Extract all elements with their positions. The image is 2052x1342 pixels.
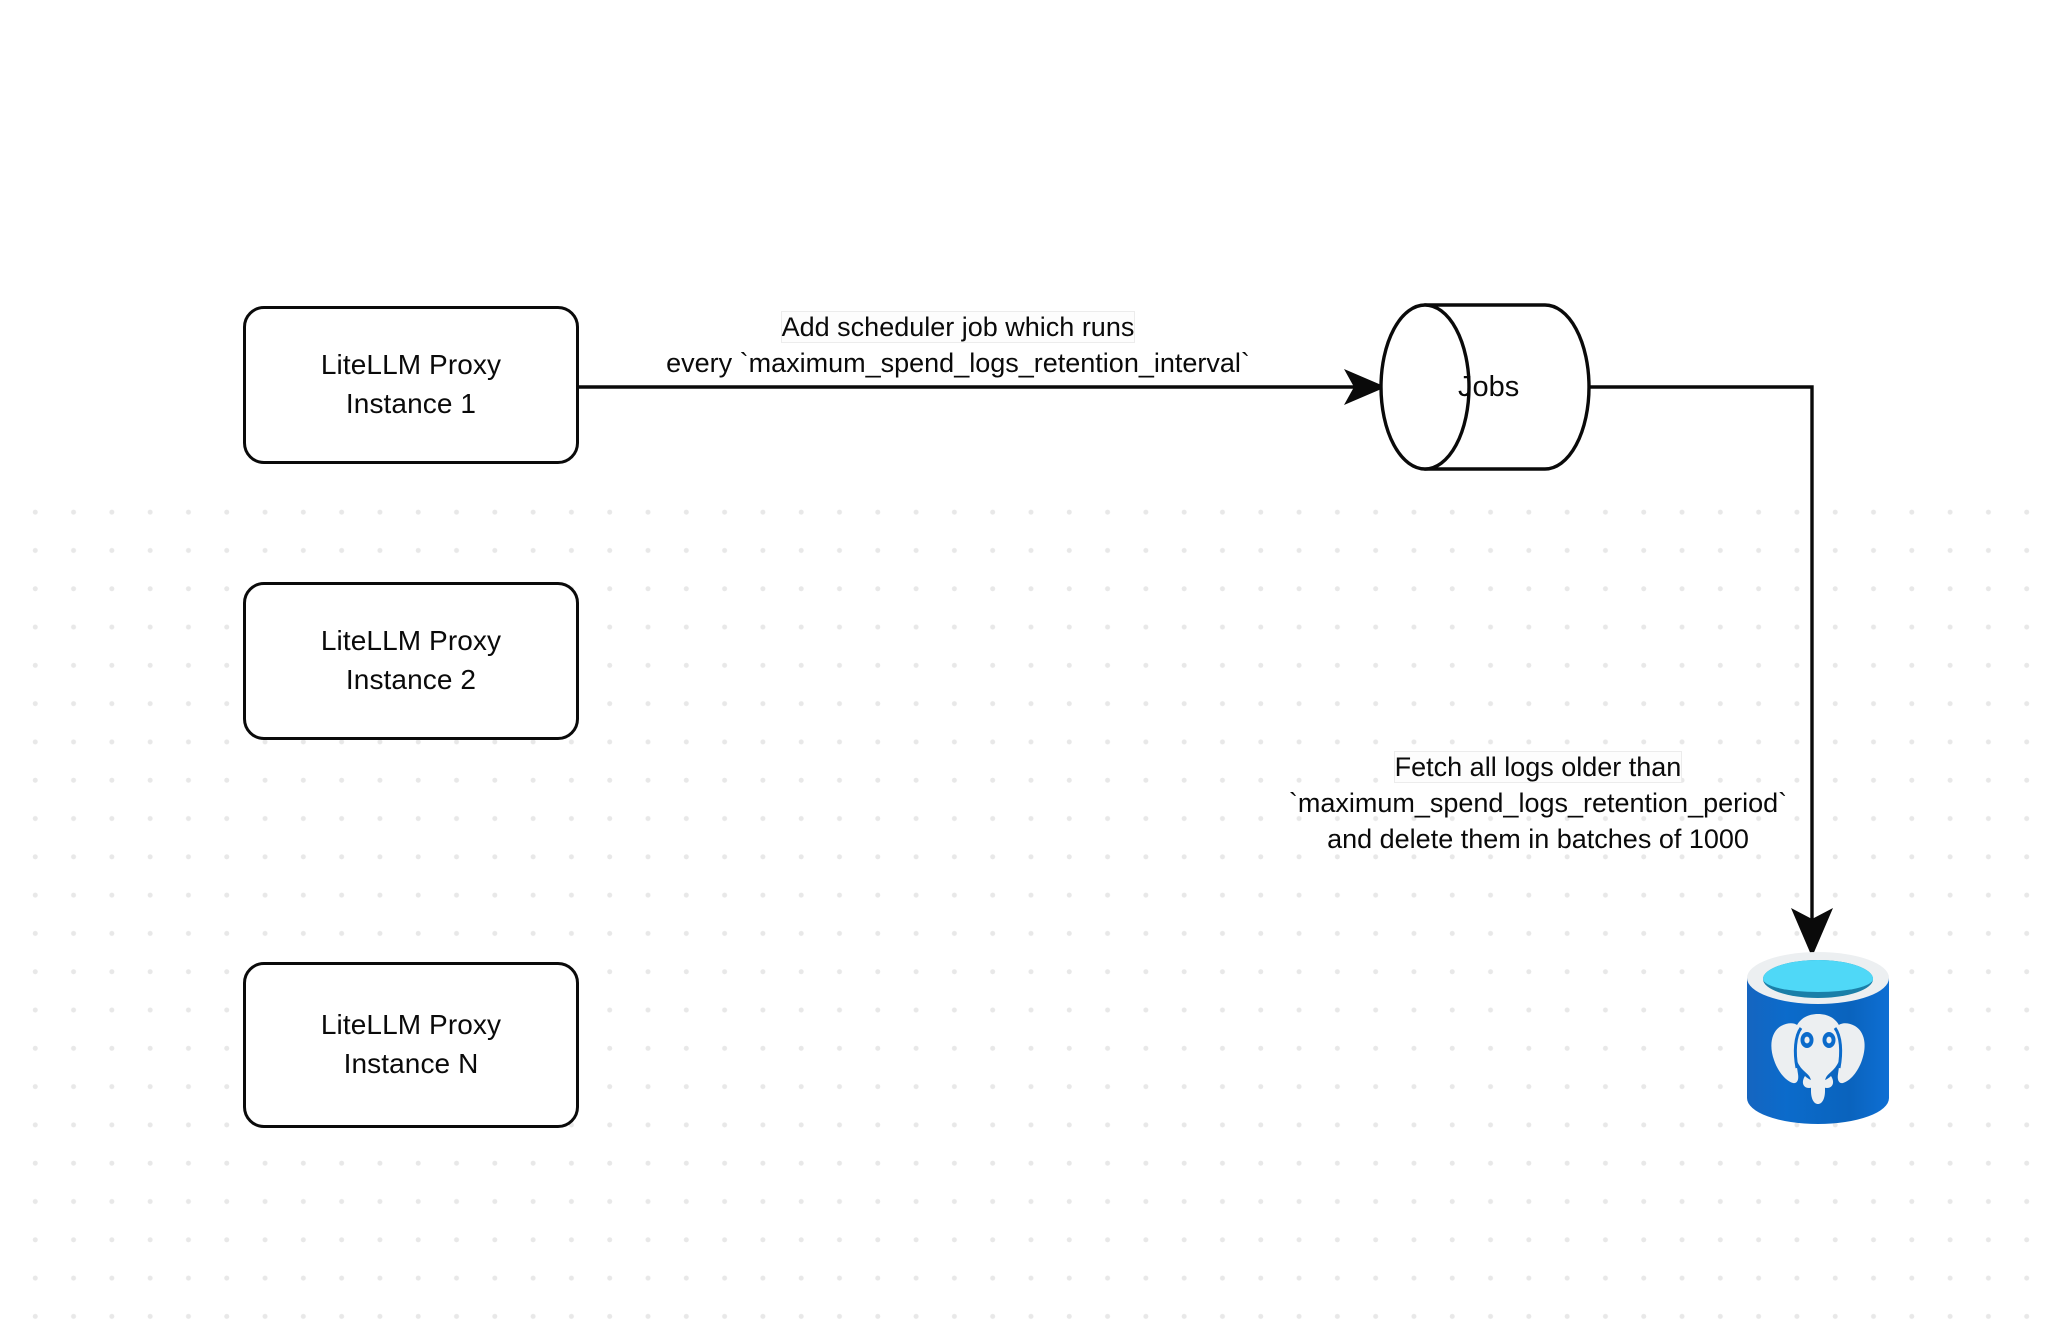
edge-label-line-3: and delete them in batches of 1000 <box>1327 823 1749 854</box>
node-litellm-proxy-instance-2[interactable]: LiteLLM Proxy Instance 2 <box>243 582 579 740</box>
arrowhead-to-database <box>1791 908 1833 957</box>
node-label-line-2: Instance N <box>343 1048 479 1079</box>
node-label-jobs: Jobs <box>1458 371 1520 403</box>
node-label-line-1: LiteLLM Proxy <box>320 1009 502 1041</box>
edge-retention-connector[interactable] <box>1589 385 1833 957</box>
node-litellm-proxy-instance-1[interactable]: LiteLLM Proxy Instance 1 <box>243 306 579 464</box>
edge-scheduler-connector[interactable] <box>579 369 1386 405</box>
jobs-cylinder-shape[interactable] <box>1379 303 1591 471</box>
postgresql-database-icon[interactable] <box>1745 952 1891 1129</box>
edge-label-line-2: `maximum_spend_logs_retention_period` <box>1288 787 1788 818</box>
postgres-elephant-logo <box>1771 1014 1865 1104</box>
edge-label-line-1: Add scheduler job which runs <box>781 312 1135 342</box>
edge-label-line-2: every `maximum_spend_logs_retention_inte… <box>666 347 1250 378</box>
arrowhead-to-jobs <box>1344 369 1386 405</box>
edge-label-line-1: Fetch all logs older than <box>1394 752 1682 782</box>
database-liquid-upper <box>1763 960 1873 992</box>
node-label-line-1: LiteLLM Proxy <box>320 349 502 381</box>
edge-label-scheduler: Add scheduler job which runs every `maxi… <box>598 310 1318 382</box>
edge-label-retention: Fetch all logs older than `maximum_spend… <box>1218 750 1858 858</box>
node-litellm-proxy-instance-n[interactable]: LiteLLM Proxy Instance N <box>243 962 579 1128</box>
node-label-line-1: LiteLLM Proxy <box>320 625 502 657</box>
node-label-line-2: Instance 2 <box>345 664 477 695</box>
node-label-line-2: Instance 1 <box>345 388 477 419</box>
